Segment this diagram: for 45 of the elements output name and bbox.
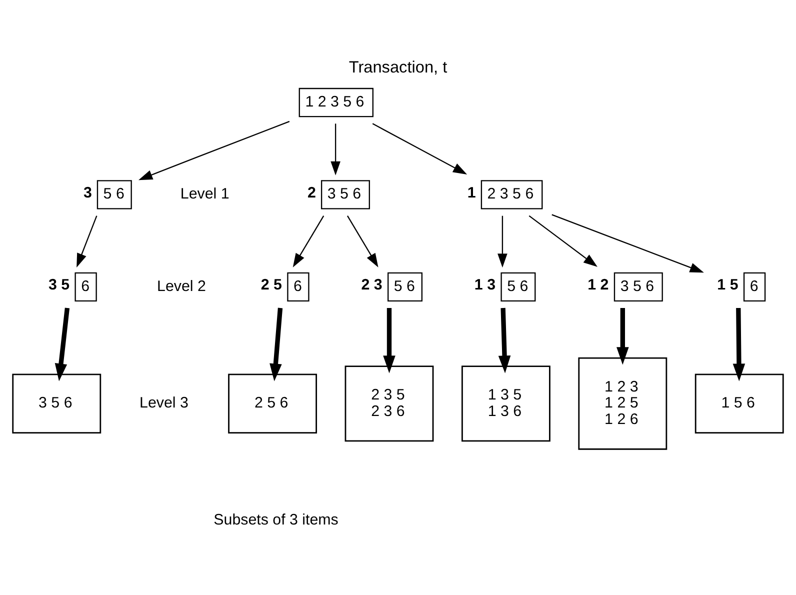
label: Level 2	[157, 277, 206, 294]
label: Subsets of 3 items	[214, 510, 338, 528]
arrow	[76, 215, 98, 267]
arrow	[330, 123, 340, 175]
arrow	[270, 307, 283, 381]
diagram-title: Transaction, t	[348, 58, 448, 76]
arrow	[372, 122, 468, 174]
node-box: 5 6	[96, 180, 132, 209]
node-label: 3 5	[48, 276, 70, 294]
arrow	[498, 215, 508, 268]
arrow	[616, 308, 629, 364]
node-box: 6	[287, 272, 310, 301]
node-box: 5 6	[500, 272, 536, 301]
node-box: 6	[74, 272, 97, 301]
node-label: 1	[467, 184, 476, 202]
label: Level 3	[140, 394, 188, 412]
node-box: 3 5 6	[320, 180, 370, 209]
node-box: 2 3 5 6	[480, 180, 543, 209]
node-box: 6	[743, 272, 766, 301]
arrow	[383, 308, 396, 373]
node-label: 2 3	[361, 276, 382, 294]
node-box: 3 5 6	[12, 373, 102, 433]
arrow	[54, 307, 70, 381]
node-label: 1 3	[474, 276, 496, 294]
node-label: 1 2	[588, 276, 609, 294]
arrow	[138, 120, 290, 180]
node-label: 1 5	[717, 276, 738, 294]
arrow	[498, 307, 511, 373]
node-box: 1 3 5 1 3 6	[462, 365, 550, 442]
node-label: 2	[308, 184, 316, 202]
node-box: 3 5 6	[614, 272, 663, 301]
arrow	[732, 307, 746, 381]
node-label: 2 5	[260, 276, 282, 294]
arrow	[552, 214, 704, 272]
node-label: 3	[83, 184, 92, 202]
arrow	[528, 214, 598, 266]
arrow	[292, 215, 324, 267]
node-box: 1 2 3 5 6	[298, 87, 374, 117]
label: Level 1	[180, 185, 230, 202]
node-box: 2 3 5 2 3 6	[344, 365, 434, 442]
node-box: 1 2 3 1 2 5 1 2 6	[578, 356, 668, 450]
arrow	[346, 215, 378, 267]
node-box: 5 6	[388, 272, 422, 301]
node-box: 1 5 6	[694, 373, 784, 433]
node-box: 2 5 6	[228, 373, 317, 433]
